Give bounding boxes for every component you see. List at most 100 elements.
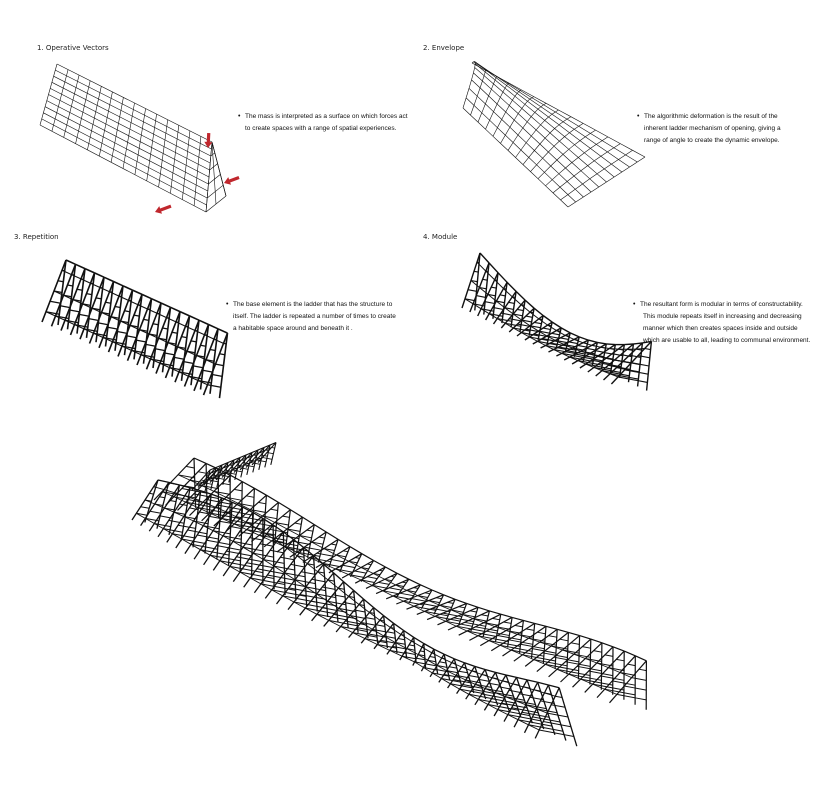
beam <box>82 303 93 309</box>
ladder-rung <box>420 650 425 653</box>
grid-line <box>554 124 560 129</box>
ladder-rung <box>390 575 395 578</box>
beam <box>166 317 177 323</box>
beam <box>72 299 83 305</box>
ridge-beam <box>373 559 386 568</box>
beam <box>573 338 584 344</box>
beam <box>150 358 161 364</box>
grid-line <box>502 91 513 101</box>
grid-line <box>521 108 532 117</box>
beam <box>286 547 298 557</box>
beam <box>525 704 537 710</box>
ladder-rung <box>260 583 296 591</box>
ridge-beam <box>242 481 255 489</box>
grid-line <box>491 88 501 98</box>
grid-line <box>600 156 612 165</box>
ladder-rung <box>470 279 478 283</box>
grid-line <box>477 112 483 123</box>
ladder-rung <box>290 563 305 568</box>
ridge-beam <box>198 319 209 326</box>
ladder-rung <box>519 643 545 650</box>
grid-line <box>596 140 603 145</box>
beam <box>528 637 540 643</box>
ladder-rung <box>631 677 647 681</box>
grid-line <box>500 134 506 144</box>
grid-line <box>531 129 537 137</box>
grid-line <box>494 79 506 89</box>
beam <box>121 345 132 351</box>
ridge-beam <box>385 566 398 574</box>
beam <box>609 373 619 378</box>
grid-line <box>515 149 522 158</box>
beam <box>585 658 597 664</box>
grid-line <box>506 83 508 86</box>
beam <box>529 336 538 342</box>
grid-line <box>44 106 208 192</box>
ladder-rung <box>322 586 336 590</box>
grid-line <box>520 149 529 158</box>
beam <box>361 579 373 586</box>
beam <box>487 704 499 711</box>
grid-line <box>556 154 564 161</box>
grid-line <box>585 136 597 145</box>
beam <box>546 335 556 341</box>
grid-line <box>473 61 486 70</box>
ladder-rung <box>197 507 231 515</box>
ladder-leg <box>193 457 197 508</box>
beam <box>585 363 595 368</box>
ladder-rung <box>367 563 372 566</box>
grid-line <box>506 85 518 94</box>
grid-line <box>493 111 502 120</box>
grid-line <box>534 108 539 113</box>
ridge-beam <box>217 328 228 334</box>
ladder-leg <box>328 553 363 574</box>
beam <box>348 596 360 605</box>
beam <box>475 683 486 690</box>
grid-line <box>548 113 553 118</box>
ladder-rung <box>271 589 307 597</box>
beam <box>213 338 224 344</box>
ladder-rung <box>114 305 121 309</box>
beam <box>305 586 317 595</box>
ladder-leg <box>447 610 490 631</box>
beam <box>512 683 524 688</box>
grid-line <box>562 118 568 123</box>
beam <box>328 619 341 627</box>
beam <box>338 608 351 616</box>
grid-line <box>525 135 532 143</box>
grid-line <box>485 95 489 105</box>
beam <box>521 332 530 338</box>
beam <box>148 333 159 339</box>
grid-line <box>579 136 586 141</box>
grid-line <box>550 165 560 174</box>
ladder-rung <box>242 546 263 552</box>
grid-line <box>583 191 592 198</box>
ladder-rung <box>424 610 449 617</box>
beam <box>417 595 429 601</box>
beam <box>193 520 204 527</box>
ladder-rung <box>297 555 305 558</box>
grid-line <box>521 89 534 97</box>
ladder-rung <box>436 597 442 600</box>
beam <box>338 587 349 597</box>
beam <box>414 661 424 668</box>
grid-line <box>473 67 475 73</box>
grid-line <box>573 175 583 185</box>
ladder-rung <box>226 472 237 475</box>
beam <box>55 315 66 321</box>
grid-line <box>569 132 581 141</box>
grid-line <box>479 87 489 97</box>
ladder-rung <box>263 559 285 564</box>
ridge-beam <box>157 479 169 484</box>
beam <box>250 459 257 463</box>
grid-line <box>604 163 612 170</box>
grid-line <box>621 166 630 173</box>
ridge-beam <box>413 636 425 645</box>
grid-line <box>544 165 551 173</box>
beam <box>472 303 482 310</box>
ladder-rung <box>124 310 130 313</box>
beam <box>572 347 581 352</box>
beam <box>178 371 189 377</box>
ladder-rung <box>546 335 559 339</box>
grid-line <box>491 83 494 90</box>
